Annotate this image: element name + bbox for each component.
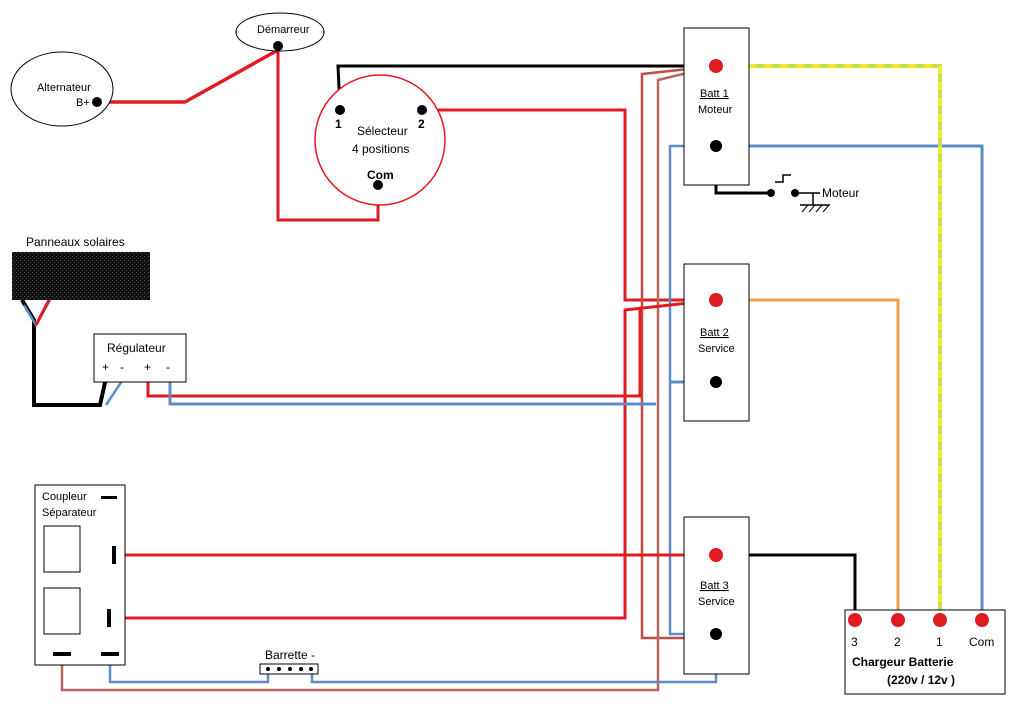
coupleur-terminal-top (112, 546, 116, 564)
batt2-sublabel: Service (698, 343, 735, 355)
regulateur-body (93, 333, 187, 383)
batt2-label: Batt 2 (700, 327, 729, 339)
barrette-screw-2 (277, 667, 281, 671)
coupleur-body (34, 484, 126, 666)
wire-chargeur1-batt1 (716, 64, 942, 618)
moteur-switch-contact-1 (767, 189, 775, 197)
batt1-body (683, 27, 750, 186)
alternateur-terminal-label: B+ (76, 97, 90, 109)
chargeur-terminal-3 (848, 613, 862, 627)
wire-regulateur-neg (168, 380, 656, 406)
selecteur-label: Sélecteur (357, 124, 408, 138)
coupleur-label: Coupleur (42, 491, 87, 503)
batt3-sublabel: Service (698, 596, 735, 608)
chargeur-label: Chargeur Batterie (852, 655, 954, 669)
batt3-label: Batt 3 (700, 580, 729, 592)
chargeur-t3-label: 3 (851, 635, 858, 649)
coupleur-window-top (43, 525, 81, 573)
wire-barrette-batt3 (310, 634, 718, 684)
selecteur-body (314, 74, 446, 206)
coupleur-window-bottom (43, 587, 81, 635)
batt3-positive-terminal (709, 548, 723, 562)
chargeur-t2-label: 2 (894, 635, 901, 649)
coupleur-minus-mark (101, 496, 117, 499)
wire-chargeur1-batt1-dash (716, 64, 942, 618)
moteur-label: Moteur (822, 186, 859, 200)
batt2-body (683, 263, 750, 422)
chargeur-terminal-2 (891, 613, 905, 627)
batt3-body (683, 516, 750, 675)
wire-selecteur2-batt2 (422, 108, 716, 302)
selecteur-pin-2 (417, 105, 427, 115)
coupleur-terminal-bottom (107, 609, 111, 627)
batt2-negative-terminal (710, 376, 722, 388)
regulateur-label: Régulateur (107, 341, 166, 355)
alternateur-terminal (92, 97, 102, 107)
regulateur-t3: + (144, 360, 151, 374)
barrette-screw-3 (288, 667, 292, 671)
batt1-sublabel: Moteur (698, 104, 733, 116)
regulateur-t4: - (166, 360, 170, 374)
ground-icon-hatch-3 (815, 204, 823, 213)
alternateur-body (10, 51, 114, 127)
wire-batt2-chargeur2 (716, 298, 900, 618)
batt1-negative-terminal (710, 140, 722, 152)
barrette-screw-1 (266, 667, 270, 671)
chargeur-terminal-com (975, 613, 989, 627)
demarreur-body (235, 12, 325, 52)
wire-batt1-coupleur-brown (60, 64, 717, 692)
selecteur-pin-com (373, 180, 383, 190)
demarreur-label: Démarreur (257, 24, 310, 36)
selecteur-pin1-label: 1 (335, 117, 342, 131)
wire-panneaux-red (34, 297, 52, 326)
selecteur-com-label: Com (367, 168, 394, 182)
coupleur-neg-right (101, 652, 119, 656)
ground-icon-hatch-4 (822, 204, 830, 213)
barrette-screw-4 (299, 667, 303, 671)
ground-icon-hatch-1 (801, 204, 809, 213)
ground-icon-hatch-2 (808, 204, 816, 213)
batt1-label: Batt 1 (700, 88, 729, 100)
moteur-switch-lever (775, 174, 791, 183)
regulateur-t2: - (120, 360, 124, 374)
wire-panneaux-regulateur-black (20, 298, 108, 407)
batt1-positive-terminal (709, 59, 723, 73)
panneaux-label: Panneaux solaires (26, 235, 125, 249)
barrette-label: Barrette - (265, 648, 315, 662)
alternateur-label: Alternateur (37, 82, 91, 94)
wire-batt3-chargeur3 (716, 553, 857, 618)
chargeur-t1-label: 1 (936, 635, 943, 649)
barrette-screw-5 (309, 667, 313, 671)
selecteur-pin2-label: 2 (418, 117, 425, 131)
regulateur-t1: + (102, 360, 109, 374)
wire-batt2-coupleur (110, 298, 717, 620)
selecteur-pin-1 (335, 105, 345, 115)
wire-regulateur-pos (146, 310, 642, 398)
wire-batt1-brown-loop (640, 64, 717, 640)
chargeur-tcom-label: Com (969, 635, 994, 649)
batt2-positive-terminal (709, 293, 723, 307)
chargeur-sublabel: (220v / 12v ) (887, 673, 955, 687)
panneaux-texture (12, 252, 150, 300)
wire-alternateur-demarreur (98, 48, 279, 104)
chargeur-terminal-1 (933, 613, 947, 627)
coupleur-neg-left (53, 652, 71, 656)
demarreur-terminal (273, 41, 283, 51)
batt3-negative-terminal (710, 628, 722, 640)
selecteur-sublabel: 4 positions (352, 142, 409, 156)
coupleur-sublabel: Séparateur (42, 507, 97, 519)
wire-coupleur-barrette (108, 655, 270, 684)
wire-batt1-chargeur-com (716, 144, 984, 618)
